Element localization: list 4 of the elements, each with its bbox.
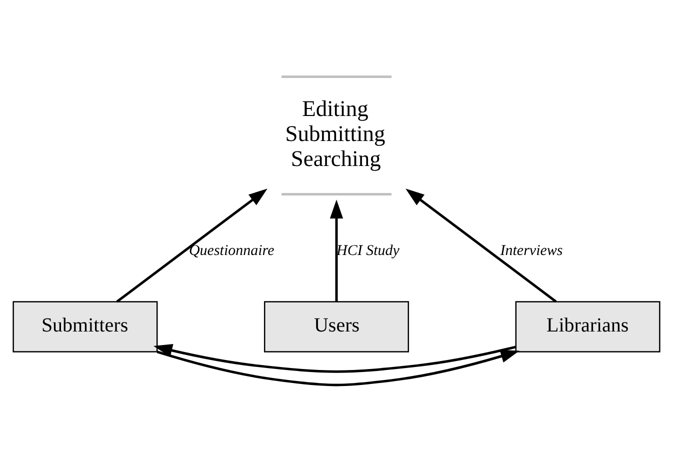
edge-label: HCI Study — [336, 243, 400, 260]
node-text: Editing Submitting Searching — [285, 96, 386, 172]
edge-label: Questionnaire — [188, 243, 274, 260]
edge-label: Interviews — [500, 243, 563, 260]
